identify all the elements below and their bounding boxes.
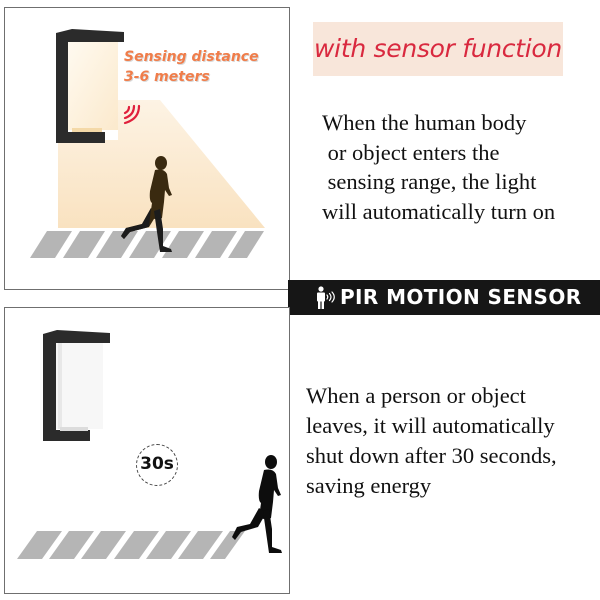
banner-title: PIR MOTION SENSOR: [340, 285, 582, 309]
top-description-line: When the human body: [322, 110, 527, 135]
wall-lamp-off-icon: [43, 330, 110, 441]
timer-label: 30s: [140, 454, 174, 474]
top-scene: [30, 29, 265, 258]
sensing-distance-label: Sensing distance 3-6 meters: [124, 47, 259, 87]
sensing-distance-line2: 3-6 meters: [124, 69, 210, 85]
bottom-description-line: leaves, it will automatically: [306, 413, 555, 438]
wall-lamp-on-icon: [56, 29, 124, 143]
timer-circle: 30s: [136, 444, 178, 486]
sensing-distance-line1: Sensing distance: [124, 49, 259, 65]
person-motion-icon: [317, 286, 335, 309]
running-person-icon: [232, 455, 282, 553]
running-person-icon: [121, 156, 172, 252]
crosswalk-stripes: [17, 531, 245, 559]
feature-tag-text: with sensor function: [314, 34, 562, 63]
bottom-description-line: When a person or object: [306, 383, 526, 408]
top-description-line: or object enters the: [322, 139, 500, 165]
bottom-scene: [17, 330, 282, 559]
bottom-description-line: saving energy: [306, 473, 432, 498]
top-description-line: sensing range, the light: [322, 169, 537, 194]
sensor-wave-icon: [123, 104, 141, 125]
feature-tag: with sensor function: [313, 22, 563, 76]
pir-banner: PIR MOTION SENSOR: [288, 280, 600, 315]
bottom-description-line: shut down after 30 seconds,: [306, 443, 557, 468]
top-description-line: will automatically turn on: [322, 198, 556, 224]
bottom-description: When a person or object leaves, it will a…: [306, 381, 557, 501]
top-description: When the human body or object enters the…: [322, 108, 555, 226]
